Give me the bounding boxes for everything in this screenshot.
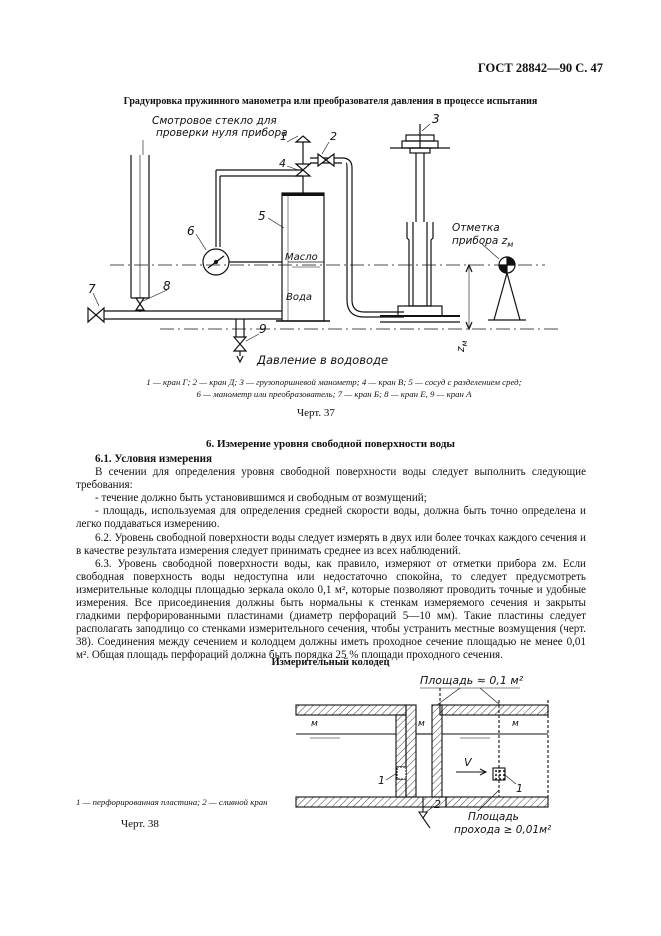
pass-area-label-2: прохода ≥ 0,01м² — [454, 824, 552, 836]
subsection-6-1-heading: 6.1. Условия измерения — [95, 453, 212, 465]
label-2: 2 — [330, 130, 337, 143]
mark-label-1: Отметка — [452, 222, 500, 234]
plate-label-left: 1 — [378, 774, 385, 787]
requirement-1: - течение должно быть установившимся и с… — [95, 492, 427, 505]
label-6: 6 — [187, 224, 195, 238]
pressure-label: Давление в водоводе — [256, 353, 388, 367]
label-1: 1 — [280, 130, 287, 143]
figure-37-number: Черт. 37 — [297, 407, 335, 419]
label-7: 7 — [88, 282, 96, 296]
label-4: 4 — [279, 157, 286, 170]
drain-label: 2 — [434, 798, 441, 811]
figure-38-title: Измерительный колодец — [271, 657, 390, 668]
section-6-body: 6.1. Условия измерения В сечении для опр… — [76, 453, 586, 663]
subsection-6-2: 6.2. Уровень свободной поверхности воды … — [76, 531, 586, 557]
well-area-label: Площадь ≈ 0,1 м² — [420, 674, 524, 687]
subsection-6-1-intro: В сечении для определения уровня свободн… — [76, 466, 586, 492]
mark-label-2: прибора z — [452, 235, 508, 247]
level-mark-1: м — [311, 719, 318, 729]
mark-label-sub: м — [507, 240, 513, 249]
water-label: Вода — [286, 292, 312, 303]
pass-area-label-1: Площадь — [468, 811, 519, 823]
section-6-title: 6. Измерение уровня свободной поверхност… — [205, 438, 456, 450]
page-header: ГОСТ 28842—90 С. 47 — [477, 61, 603, 75]
label-5: 5 — [258, 209, 266, 223]
figure-37-caption-line-2: 6 — манометр или преобразователь; 7 — кр… — [196, 389, 472, 399]
oil-label: Масло — [285, 252, 318, 263]
figure-37-caption-line-1: 1 — кран Г; 2 — кран Д; 3 — грузопоршнев… — [146, 377, 522, 387]
figure-37-caption: 1 — кран Г; 2 — кран Д; 3 — грузопоршнев… — [100, 376, 568, 400]
svg-text:прибора zм: прибора zм — [452, 235, 513, 249]
plate-label-right: 1 — [516, 782, 523, 795]
zm-dimension-sub: м — [460, 340, 469, 346]
sight-glass-label-2: проверки нуля прибора — [156, 127, 288, 139]
velocity-label: V — [464, 756, 473, 769]
figure-37-diagram: Смотровое стекло для проверки нуля прибо… — [87, 112, 560, 367]
sight-glass-label-1: Смотровое стекло для — [152, 115, 277, 127]
requirement-2: - площадь, используемая для определения … — [76, 505, 586, 531]
level-mark-3: м — [512, 719, 519, 729]
figure-38-caption: 1 — перфорированная пластина; 2 — сливно… — [76, 797, 268, 807]
label-9: 9 — [259, 322, 267, 336]
level-mark-2: м — [418, 719, 425, 729]
label-3: 3 — [432, 112, 440, 126]
figure-37-title: Градуировка пружинного манометра или пре… — [123, 96, 538, 107]
label-8: 8 — [163, 279, 171, 293]
figure-38-number: Черт. 38 — [121, 818, 159, 830]
svg-text:zм: zм — [455, 340, 469, 353]
zm-dimension-label: z — [455, 346, 467, 353]
subsection-6-3: 6.3. Уровень свободной поверхности воды,… — [76, 557, 586, 662]
figure-38-diagram: Площадь ≈ 0,1 м² м м м V 1 1 2 Площадь п… — [295, 674, 552, 836]
